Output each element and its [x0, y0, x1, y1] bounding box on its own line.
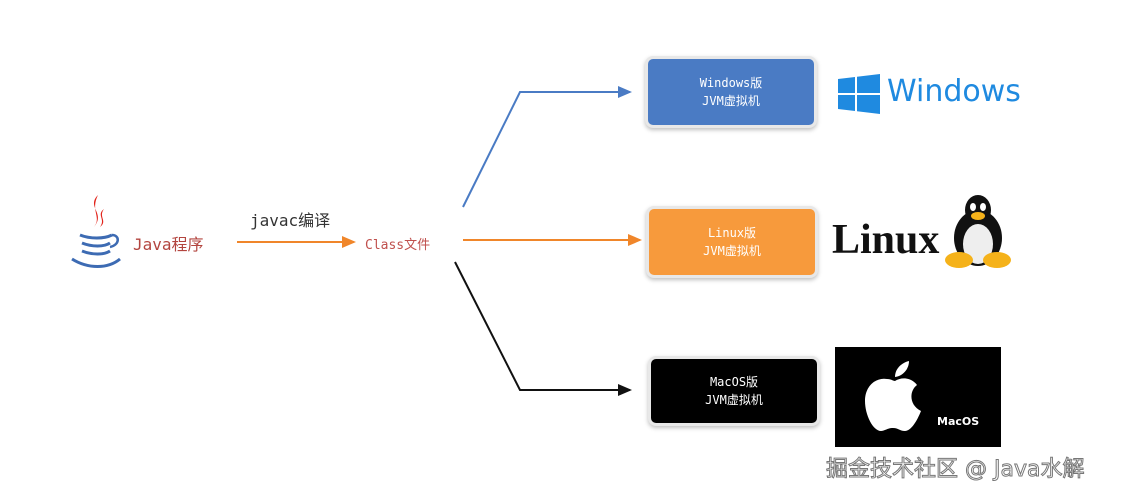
macos-logo-panel: MacOS [835, 347, 1001, 447]
macos-arrow [454, 261, 632, 396]
macos-jvm-title: MacOS版 [709, 375, 759, 389]
macos-jvm-box: MacOS版 JVM虚拟机 [648, 356, 820, 426]
linux-jvm-subtitle: JVM虚拟机 [703, 244, 761, 258]
windows-logo-text: Windows [887, 74, 1021, 109]
linux-jvm-title: Linux版 [707, 226, 757, 240]
windows-logo-icon [838, 74, 880, 114]
windows-jvm-subtitle: JVM虚拟机 [702, 94, 760, 108]
windows-arrow [462, 86, 632, 208]
windows-jvm-box: Windows版 JVM虚拟机 [645, 56, 817, 128]
windows-jvm-title: Windows版 [699, 76, 763, 90]
apple-logo-icon [865, 361, 921, 431]
tux-penguin-icon [945, 195, 1011, 268]
linux-jvm-box: Linux版 JVM虚拟机 [646, 206, 818, 278]
javac-compile-label: javac编译 [250, 211, 331, 230]
class-file-label: Class文件 [365, 238, 431, 253]
watermark: 掘金技术社区 @ Java水解 [825, 457, 1085, 483]
java-logo-icon [71, 195, 121, 268]
macos-logo-text: MacOS [937, 415, 980, 428]
linux-logo-text: Linux [832, 217, 940, 263]
java-program-label: Java程序 [133, 235, 204, 254]
macos-jvm-subtitle: JVM虚拟机 [705, 393, 763, 407]
